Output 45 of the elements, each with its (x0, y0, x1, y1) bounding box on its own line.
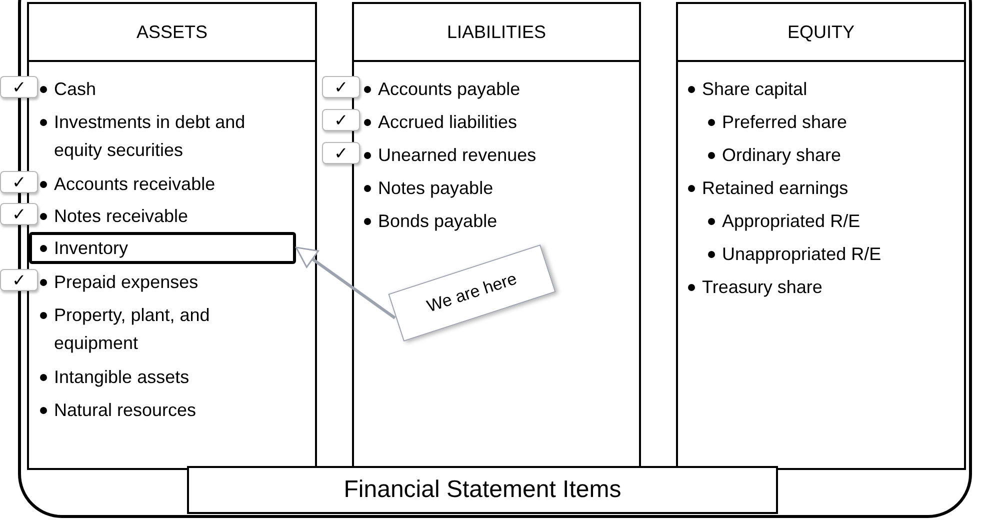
item-text: Bonds payable (378, 210, 498, 233)
check-mark (0, 76, 38, 98)
check-glyph: ✓ (12, 174, 26, 190)
item-text: Unearned revenues (378, 144, 538, 167)
check-mark (322, 109, 360, 131)
check-glyph: ✓ (334, 144, 348, 162)
item-text: Accounts receivable (54, 173, 216, 196)
check-mark (0, 203, 38, 225)
check-glyph: ✓ (12, 206, 26, 222)
column-heading: EQUITY (787, 20, 854, 44)
callout-text: We are here (424, 268, 520, 318)
title-box (187, 466, 778, 514)
check-mark (0, 269, 38, 291)
callout-pointer (295, 246, 396, 320)
item-text: Accrued liabilities (378, 111, 518, 134)
category-column (27, 2, 317, 470)
item-text: Prepaid expenses (54, 271, 200, 294)
check-mark (322, 142, 360, 164)
item-text: Cash (54, 78, 98, 101)
check-glyph: ✓ (12, 78, 26, 96)
check-glyph: ✓ (334, 78, 348, 96)
check-mark (322, 76, 360, 98)
check-glyph: ✓ (334, 112, 348, 128)
item-text: Appropriated R/E (722, 210, 862, 233)
title-text: Financial Statement Items (344, 475, 622, 505)
item-text: Natural resources (54, 399, 198, 422)
item-text: Inventory (54, 237, 130, 260)
item-text: Ordinary share (722, 144, 842, 167)
item-text: Retained earnings (702, 177, 850, 200)
item-text: Accounts payable (378, 78, 522, 101)
item-text: Property, plant, and equipment (54, 304, 211, 355)
highlighted-item (29, 232, 296, 264)
item-text: Investments in debt and equity securities (54, 111, 246, 162)
item-text: Preferred share (722, 111, 848, 134)
item-text: Notes payable (378, 177, 494, 200)
item-text: Unappropriated R/E (722, 243, 882, 266)
item-text: Share capital (702, 78, 808, 101)
check-mark (0, 171, 38, 193)
column-heading: LIABILITIES (446, 20, 546, 44)
category-column (676, 2, 966, 470)
item-text: Notes receivable (54, 205, 190, 228)
column-heading: ASSETS (136, 20, 208, 44)
item-text: Intangible assets (54, 366, 190, 389)
check-glyph: ✓ (12, 272, 26, 288)
item-text: Treasury share (702, 276, 824, 299)
